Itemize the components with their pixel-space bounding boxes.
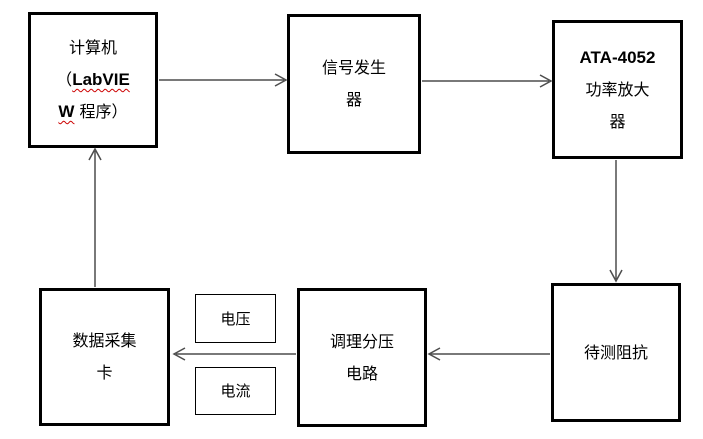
node-daq-card: 数据采集 卡: [39, 288, 170, 426]
node-power-amplifier: ATA-4052 功率放大 器: [552, 20, 683, 159]
node-impedance-under-test: 待测阻抗: [551, 283, 681, 422]
arrow-power-amplifier-to-impedance: [609, 160, 623, 283]
node-signal-generator-line1: 信号发生: [321, 58, 386, 77]
node-impedance-label: 待测阻抗: [583, 342, 648, 362]
node-computer-line1: 计算机: [68, 38, 117, 57]
arrow-signal-generator-to-power-amplifier: [422, 74, 553, 88]
node-signal-generator: 信号发生 器: [287, 14, 421, 154]
arrow-computer-to-signal-generator: [159, 73, 288, 87]
node-computer-line3: W 程序）: [58, 102, 128, 121]
node-computer-line2: （LabVIE: [56, 70, 130, 89]
node-power-amplifier-line2: 功率放大: [585, 79, 650, 99]
node-signal-generator-line2: 器: [345, 90, 362, 109]
node-conditioning-line2: 电路: [345, 363, 378, 383]
arrow-conditioning-to-daq: [172, 347, 296, 361]
node-daq-line2: 卡: [96, 363, 113, 382]
voltage-label: 电压: [220, 309, 251, 328]
current-label-box: 电流: [195, 367, 276, 415]
node-power-amplifier-line3: 器: [609, 111, 626, 131]
labview-word-part2: W: [58, 102, 75, 121]
node-conditioning-line1: 调理分压: [329, 331, 394, 351]
voltage-label-box: 电压: [195, 294, 276, 343]
node-daq-line1: 数据采集: [72, 331, 137, 350]
arrow-daq-to-computer: [88, 147, 102, 287]
arrow-impedance-to-conditioning: [427, 347, 550, 361]
node-computer: 计算机 （LabVIE W 程序）: [28, 12, 158, 148]
node-power-amplifier-model: ATA-4052: [579, 47, 656, 67]
current-label: 电流: [220, 382, 251, 400]
node-conditioning-circuit: 调理分压 电路: [297, 288, 427, 427]
labview-word-part1: LabVIE: [72, 70, 130, 89]
